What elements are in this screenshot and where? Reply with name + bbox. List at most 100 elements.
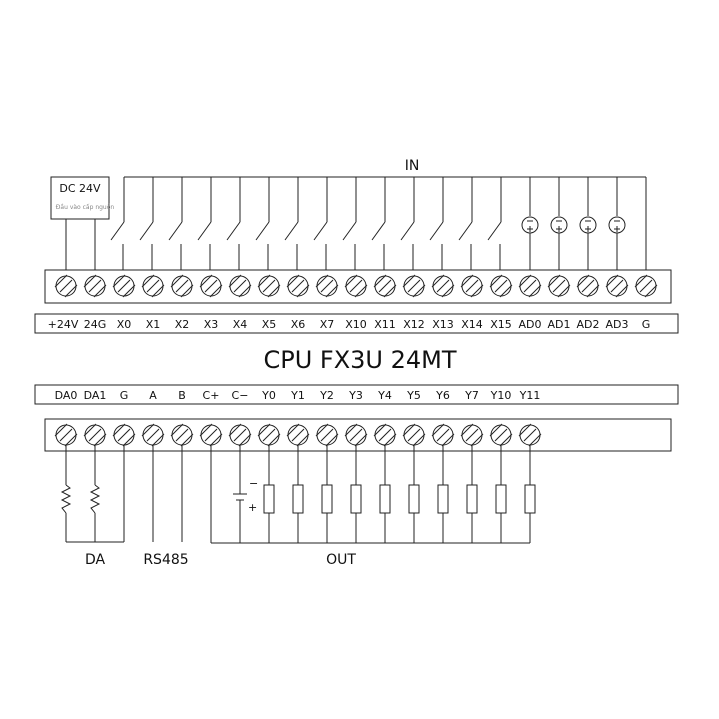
bottom-terminal-label: Y5 [406,389,421,402]
top-terminal-label: AD3 [606,318,629,331]
terminal-screw-icon [634,274,658,298]
top-terminal-label: X4 [233,318,248,331]
top-terminal-label: AD2 [577,318,600,331]
switch-contact-icon [197,177,212,276]
bottom-terminal-label: B [178,389,186,402]
power-box-label: DC 24V [59,182,101,195]
terminal-screw-icon [257,274,281,298]
terminal-screw-icon [54,274,78,298]
top-terminal-label: X15 [490,318,512,331]
switch-contact-icon [139,177,154,276]
terminal-screw-icon [286,274,310,298]
top-terminal-label: +24V [48,318,79,331]
terminal-screw-icon [373,274,397,298]
terminal-screw-icon [489,274,513,298]
top-label-bar [34,313,679,334]
bottom-terminal-label: Y0 [261,389,276,402]
top-terminal-label: X11 [374,318,396,331]
bottom-terminal-label: A [149,389,157,402]
switch-contact-icon [429,177,444,276]
group-label-out: OUT [326,552,356,568]
top-terminal-label: AD0 [519,318,542,331]
terminal-screw-icon [83,423,107,447]
top-terminal-label: X3 [204,318,219,331]
resistor-icon [60,445,72,542]
top-terminal-label: X1 [146,318,161,331]
output-wiring: −+ [60,445,536,544]
terminal-screw-icon [286,423,310,447]
terminal-screw-icon [199,274,223,298]
terminal-screw-icon [518,423,542,447]
load-icon [292,445,304,543]
top-terminal-label: X5 [262,318,277,331]
bottom-terminal-label: C− [232,389,249,402]
load-icon [350,445,362,543]
top-terminal-label: X0 [117,318,132,331]
load-icon [524,445,536,543]
analog-source-icon [608,177,626,276]
top-terminal-label: 24G [84,318,107,331]
switch-contact-icon [487,177,502,276]
switch-contact-icon [458,177,473,276]
terminal-screw-icon [170,423,194,447]
bottom-terminal-label: Y4 [377,389,392,402]
group-label-rs485: RS485 [143,552,188,568]
terminal-screw-icon [141,274,165,298]
load-icon [379,445,391,543]
battery-minus-label: − [249,477,258,490]
terminal-screw-icon [112,423,136,447]
terminal-screw-icon [170,274,194,298]
terminal-screw-icon [315,274,339,298]
battery-plus-label: + [248,501,257,514]
group-label-da: DA [85,552,106,568]
top-terminals [54,274,658,298]
load-icon [495,445,507,543]
terminal-screw-icon [431,274,455,298]
power-box-sublabel: Đầu vào cấp nguồn [56,203,115,211]
bottom-terminal-label: DA1 [84,389,107,402]
load-icon [437,445,449,543]
analog-source-icon [579,177,597,276]
bottom-terminal-label: Y10 [490,389,512,402]
bottom-terminal-label: Y3 [348,389,363,402]
bottom-terminal-label: Y7 [464,389,479,402]
terminal-screw-icon [141,423,165,447]
switch-contact-icon [313,177,328,276]
top-terminal-label: X10 [345,318,367,331]
bottom-terminal-label: G [120,389,129,402]
top-terminal-label: X13 [432,318,454,331]
bottom-terminal-label: Y1 [290,389,305,402]
terminal-screw-icon [402,274,426,298]
bottom-terminal-label: C+ [203,389,220,402]
terminal-screw-icon [54,423,78,447]
analog-source-icon [521,177,539,276]
switch-contact-icon [226,177,241,276]
bottom-terminal-label: Y6 [435,389,450,402]
switch-contact-icon [255,177,270,276]
analog-source-icon [550,177,568,276]
terminal-screw-icon [518,274,542,298]
battery-icon: −+ [233,445,258,543]
terminal-screw-icon [605,274,629,298]
switch-contact-icon [168,177,183,276]
terminal-screw-icon [112,274,136,298]
switch-contact-icon [284,177,299,276]
terminal-screw-icon [576,274,600,298]
power-supply-box: DC 24V Đầu vào cấp nguồn [50,176,115,220]
terminal-screw-icon [547,274,571,298]
terminal-screw-icon [83,274,107,298]
terminal-screw-icon [344,274,368,298]
terminal-screw-icon [460,274,484,298]
top-terminal-label: X12 [403,318,425,331]
bottom-terminal-label: Y11 [519,389,541,402]
top-terminal-label: X6 [291,318,306,331]
top-terminal-label: X14 [461,318,483,331]
load-icon [263,445,275,543]
terminal-screw-icon [402,423,426,447]
switch-contact-icon [110,177,125,276]
load-icon [321,445,333,543]
top-terminal-label: G [642,318,651,331]
